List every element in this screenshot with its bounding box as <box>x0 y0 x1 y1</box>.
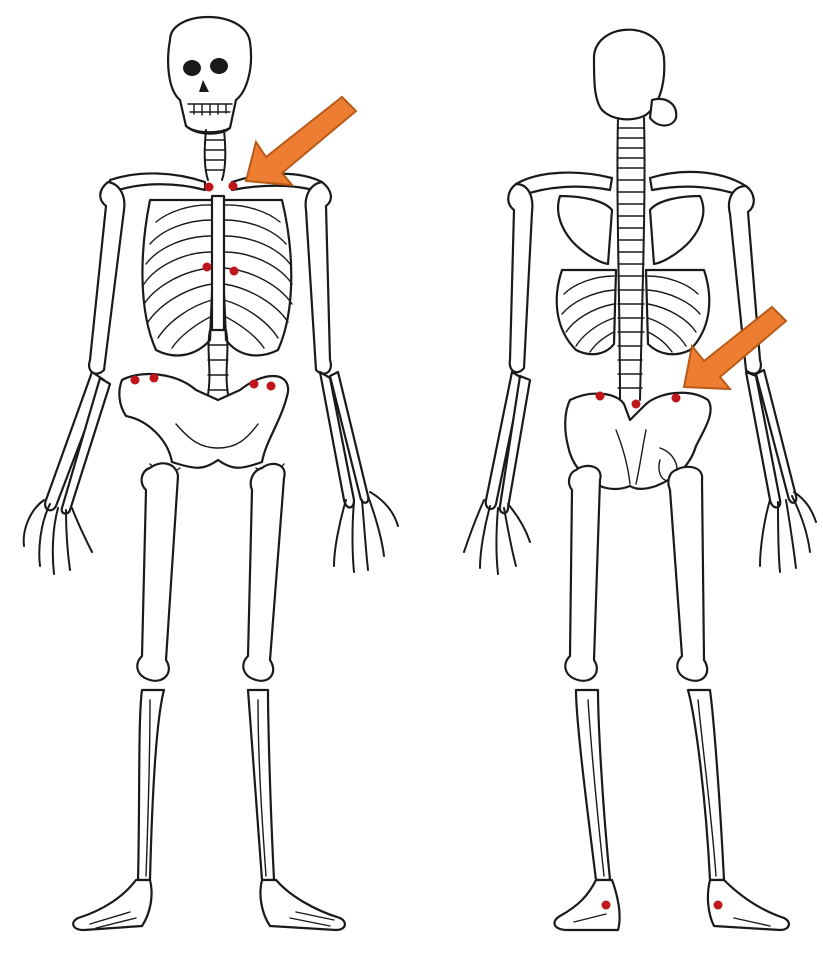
back-spine <box>617 118 644 400</box>
back-legs <box>565 466 724 880</box>
front-ribcage <box>142 196 292 355</box>
front-neck-spine <box>205 130 226 180</box>
front-skull <box>168 17 251 134</box>
marker-dot <box>131 376 140 385</box>
marker-dot <box>714 901 723 910</box>
front-left-clavicle <box>110 173 205 192</box>
front-feet <box>73 880 345 930</box>
front-skeleton <box>24 17 398 930</box>
back-feet <box>554 880 788 930</box>
marker-dot <box>267 382 276 391</box>
marker-dot <box>602 901 611 910</box>
back-hands <box>464 492 816 574</box>
marker-dot <box>230 267 239 276</box>
marker-dot <box>632 400 641 409</box>
front-arrow-icon <box>246 97 356 185</box>
front-hands <box>24 492 398 574</box>
marker-dot <box>672 394 681 403</box>
back-ribcage <box>557 270 710 354</box>
marker-dot <box>203 263 212 272</box>
back-right-scapula <box>650 196 703 264</box>
marker-dot <box>229 182 238 191</box>
back-left-scapula <box>558 196 612 264</box>
marker-dot <box>150 374 159 383</box>
front-legs <box>137 463 284 880</box>
marker-dot <box>250 380 259 389</box>
back-right-shoulder <box>650 172 746 196</box>
front-pelvis <box>119 374 288 468</box>
back-skeleton <box>464 30 816 930</box>
marker-dot <box>205 183 214 192</box>
marker-dot <box>596 392 605 401</box>
